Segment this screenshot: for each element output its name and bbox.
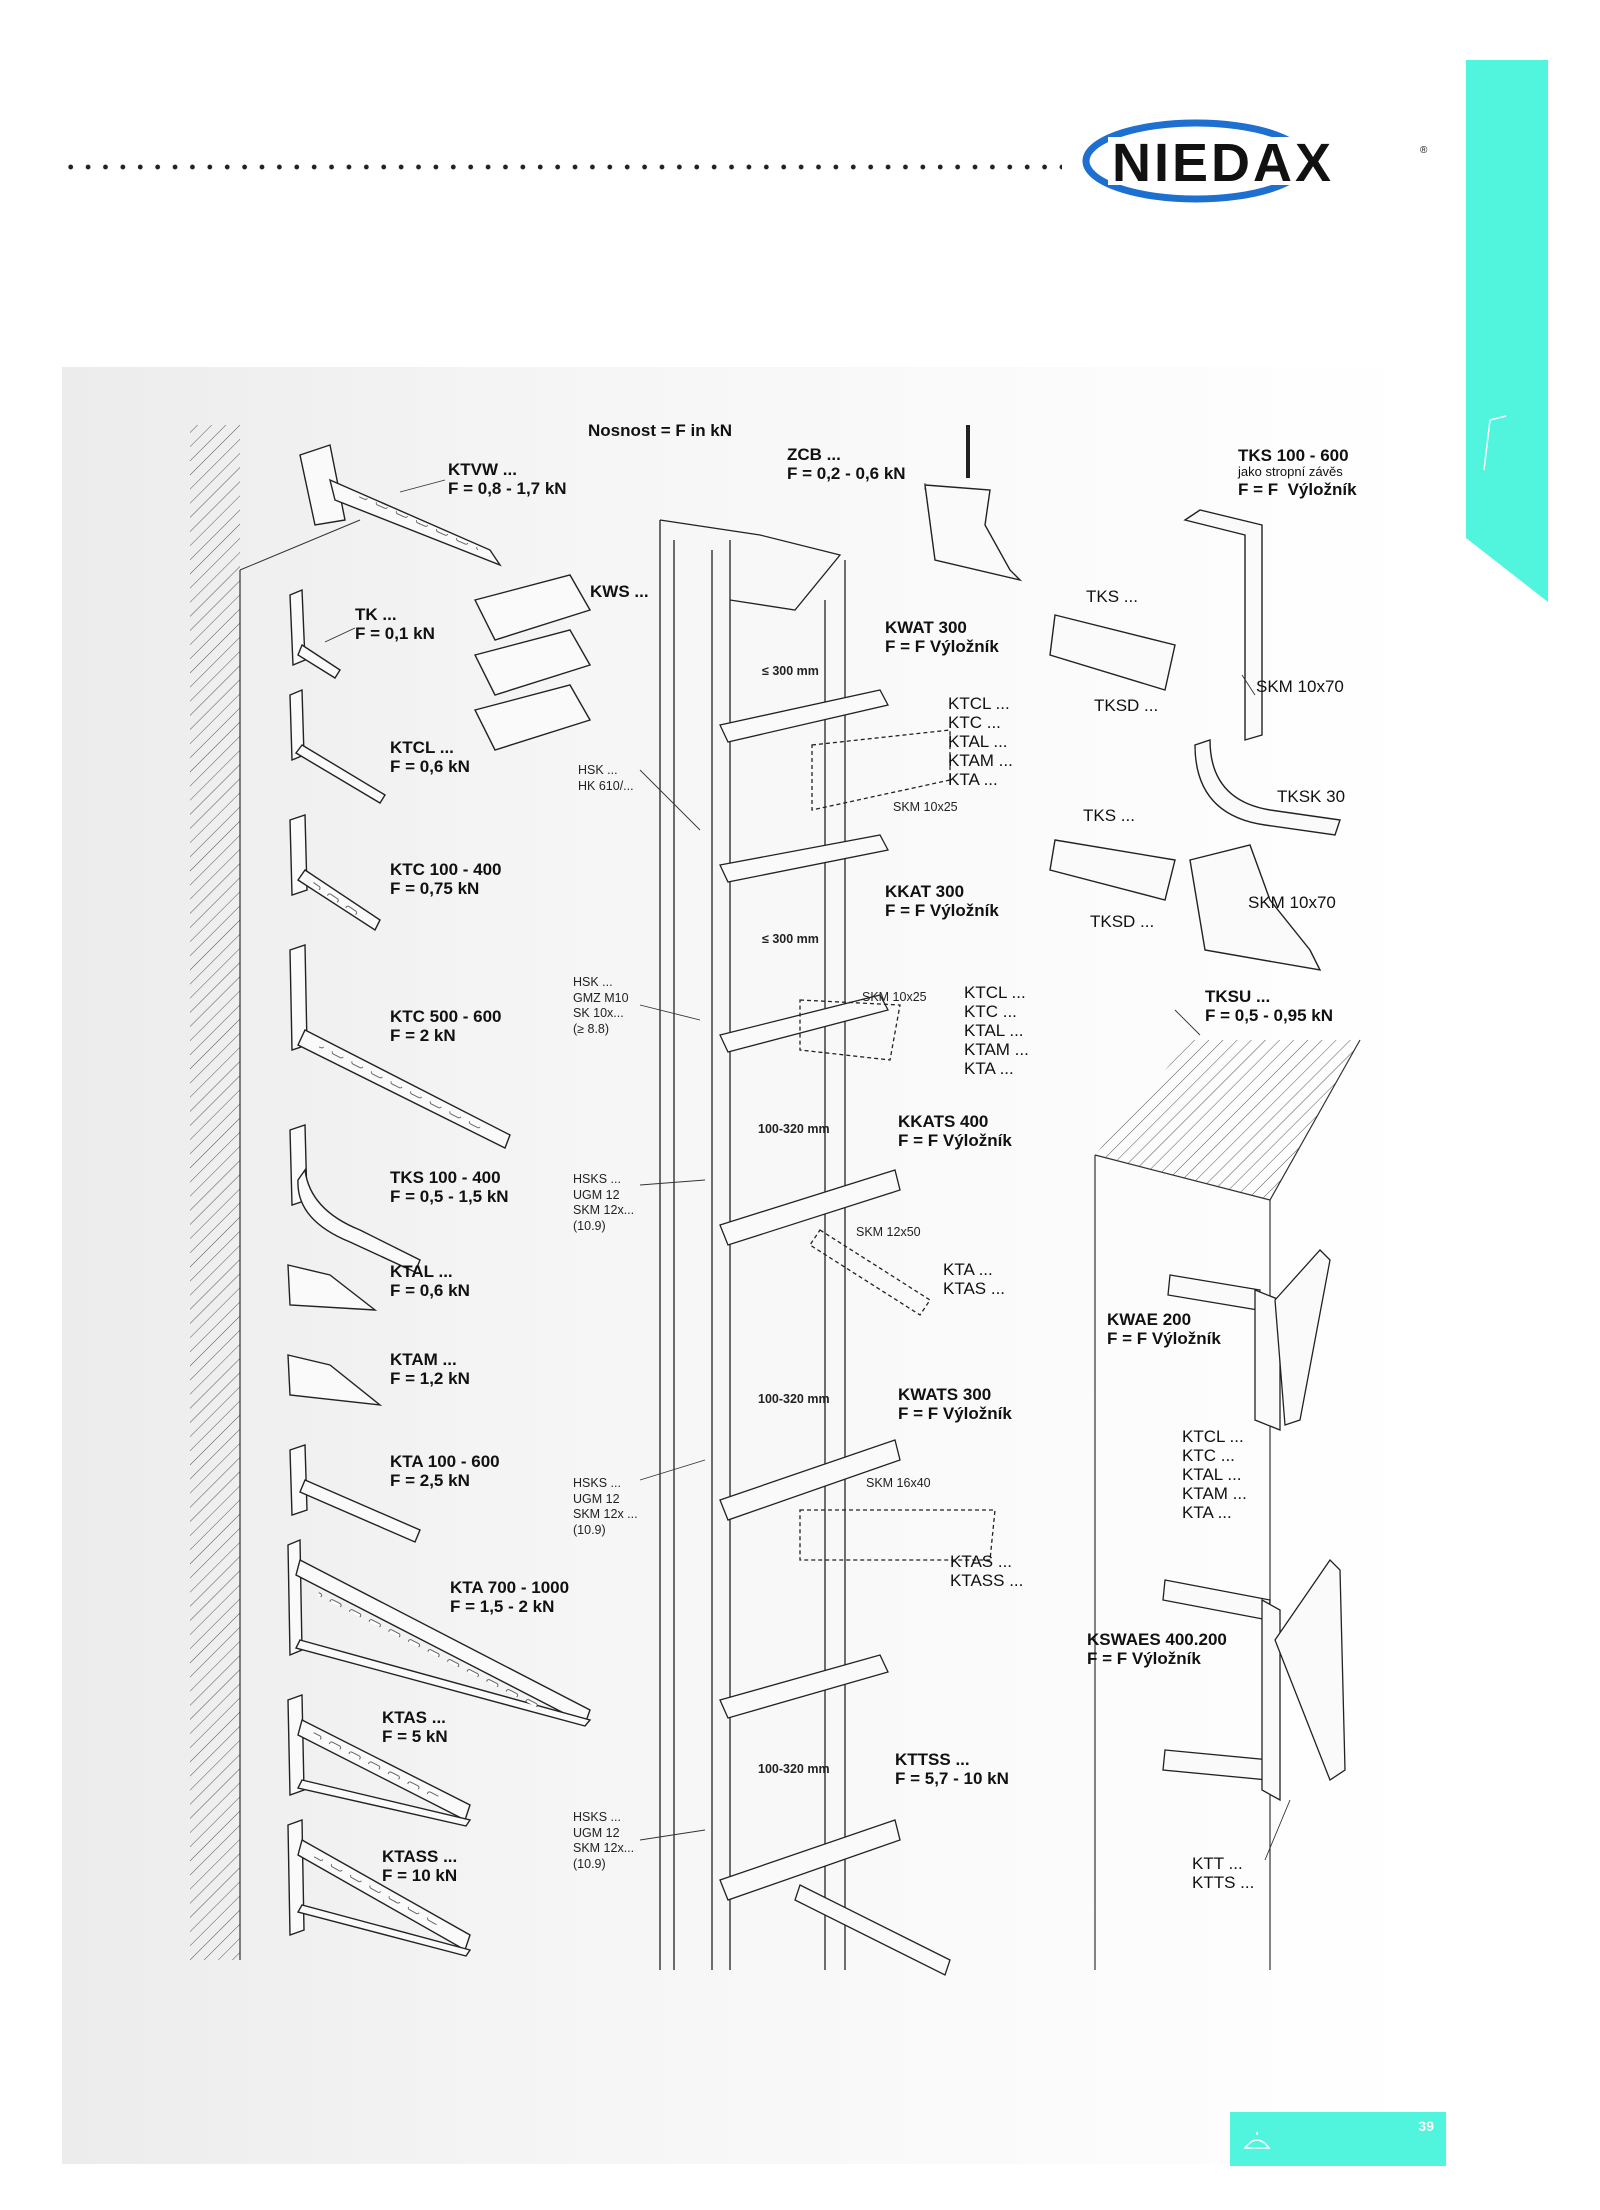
list-ktcl-2: KTCL ... KTC ... KTAL ... KTAM ... KTA .… [964, 983, 1029, 1079]
bracket-tk [289, 588, 341, 679]
dimension-1: ≤ 300 mm [762, 664, 819, 678]
list-ktas-ktass: KTAS ... KTASS ... [950, 1552, 1024, 1591]
left-brackets [287, 444, 592, 1957]
label-ktam: KTAM ...F = 1,2 kN [390, 1350, 470, 1389]
label-tksk: TKSK 30 [1277, 787, 1346, 806]
left-wall [190, 425, 361, 1960]
bracket-ktc-500 [289, 944, 511, 1149]
fastener-hsk-1: HSK ... HK 610/... [578, 763, 634, 793]
dimension-5: 100-320 mm [758, 1762, 830, 1776]
screw-skm-1: SKM 10x25 [893, 800, 958, 814]
label-ktal: KTAL ...F = 0,6 kN [390, 1262, 470, 1301]
niedax-logo: NIEDAX ® [1082, 119, 1428, 203]
bracket-ktcl [289, 688, 386, 804]
bell-outline-icon [1243, 2132, 1271, 2149]
bracket-tks-400 [289, 1124, 421, 1273]
bracket-ktam [287, 1354, 383, 1406]
label-skm-a: SKM 10x70 [1256, 677, 1344, 696]
bracket-ktass [287, 1819, 472, 1957]
list-ktcl-1: KTCL ... KTC ... KTAL ... KTAM ... KTA .… [948, 694, 1013, 790]
list-right: KTCL ... KTC ... KTAL ... KTAM ... KTA .… [1182, 1427, 1247, 1523]
bracket-ktal [287, 1264, 378, 1311]
fastener-hsks-1: HSKS ... UGM 12 SKM 12x... (10.9) [573, 1172, 635, 1233]
fastener-hsks-2: HSKS ... UGM 12 SKM 12x ... (10.9) [573, 1476, 638, 1537]
load-title: Nosnost = F in kN [588, 421, 733, 440]
side-tab [1466, 60, 1548, 602]
right-brackets [1162, 1249, 1346, 1802]
bracket-ktc-100 [289, 814, 381, 932]
bracket-kta-700 [287, 1538, 592, 1727]
bracket-kta-100 [289, 1444, 421, 1543]
label-kws: KWS ... [590, 582, 649, 601]
zcb-hanger [924, 425, 1023, 582]
label-ktcl: KTCL ...F = 0,6 kN [390, 738, 470, 777]
label-tks-b: TKS ... [1083, 806, 1135, 825]
dimension-2: ≤ 300 mm [762, 932, 819, 946]
label-kttss: KTTSS ...F = 5,7 - 10 kN [895, 1750, 1009, 1789]
list-kta-ktas: KTA ... KTAS ... [943, 1260, 1006, 1299]
label-ktvw: KTVW ...F = 0,8 - 1,7 kN [448, 460, 567, 499]
screw-skm-4: SKM 16x40 [866, 1476, 931, 1490]
label-ktt: KTT ... KTTS ... [1192, 1854, 1255, 1893]
label-ktas: KTAS ...F = 5 kN [382, 1708, 448, 1747]
concrete-column [1094, 1039, 1361, 1970]
label-tks-a: TKS ... [1086, 587, 1138, 606]
logo-text: NIEDAX [1112, 133, 1334, 193]
kws-trays [473, 574, 592, 751]
label-ktass: KTASS ...F = 10 kN [382, 1847, 458, 1886]
dimension-3: 100-320 mm [758, 1122, 830, 1136]
svg-text:®: ® [1420, 145, 1428, 156]
fastener-hsks-3: HSKS ... UGM 12 SKM 12x... (10.9) [573, 1810, 635, 1871]
label-tksd-a: TKSD ... [1094, 696, 1159, 715]
page-number-tab: 39 [1230, 2112, 1446, 2166]
fastener-hsk-2: HSK ... GMZ M10 SK 10x... (≥ 8.8) [573, 975, 629, 1036]
screw-skm-3: SKM 12x50 [856, 1225, 921, 1239]
label-tk: TK ...F = 0,1 kN [355, 605, 435, 644]
screw-skm-2: SKM 10x25 [862, 990, 927, 1004]
bracket-ktvw [299, 444, 502, 567]
label-zcb: ZCB ...F = 0,2 - 0,6 kN [787, 445, 906, 484]
label-tksd-b: TKSD ... [1090, 912, 1155, 931]
label-tksu: TKSU ...F = 0,5 - 0,95 kN [1205, 987, 1334, 1026]
center-brackets [719, 689, 996, 1976]
steel-column [659, 519, 846, 1970]
dotted-rule [62, 164, 1062, 170]
tks-ceiling-hangers [1049, 509, 1341, 971]
page-number: 39 [1418, 2118, 1434, 2134]
label-skm-b: SKM 10x70 [1248, 893, 1336, 912]
leader-lines [324, 479, 1291, 1861]
bracket-ktas [287, 1694, 472, 1827]
dimension-4: 100-320 mm [758, 1392, 830, 1406]
